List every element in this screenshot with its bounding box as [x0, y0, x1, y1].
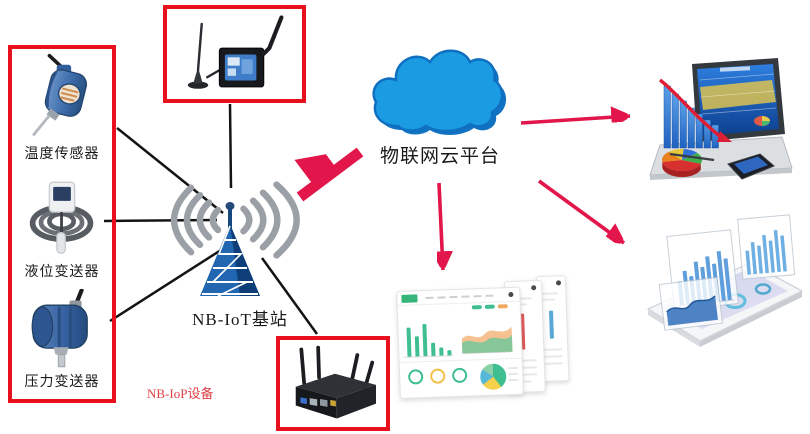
nb-dtu-box [163, 5, 306, 103]
level-transmitter-label: 液位变送器 [24, 265, 100, 280]
cloud-icon [372, 49, 507, 135]
arrow-cloud-to-tablet [537, 179, 624, 243]
nb-router-icon [295, 345, 376, 419]
cloud-label: 物联网云平台 [379, 146, 500, 167]
nb-router-box [276, 336, 390, 431]
dashboard-area-chart [458, 304, 516, 358]
stat-circle-2 [429, 368, 446, 384]
arrow-cloud-to-dashboard [439, 182, 443, 271]
pen-icon [669, 152, 715, 162]
dashboard-logo [401, 294, 418, 303]
temperature-sensor-icon [32, 53, 88, 137]
dashboard-bar-chart [402, 308, 454, 358]
dashboard-pie-chart [479, 363, 507, 391]
temperature-sensor-label: 温度传感器 [24, 147, 100, 162]
declining-trend-arrow-icon [658, 78, 724, 140]
pressure-transmitter-icon [31, 289, 88, 368]
dashboard-card-front [396, 286, 524, 399]
tablet-analytics-icon [647, 214, 803, 347]
nb-dtu-icon [187, 15, 284, 89]
base-station-label: NB-IoT基站 [192, 310, 288, 329]
bar-chart-3d-icon [663, 85, 719, 149]
base-station-icon [170, 181, 300, 297]
nb-device-label: NB-IoP设备 [147, 386, 214, 401]
laptop-analytics-icon [649, 58, 793, 180]
pressure-transmitter-label: 压力变送器 [24, 375, 100, 390]
dashboard-screenshots [396, 275, 572, 407]
smartphone-icon [727, 153, 775, 180]
stat-circle-1 [407, 369, 424, 385]
level-transmitter-icon [29, 181, 94, 254]
floating-area-chart [658, 276, 724, 331]
stat-circle-3 [451, 367, 468, 384]
pie-chart-icon [662, 148, 703, 178]
floating-bar-chart-2 [737, 214, 796, 280]
sensor-group-box: 温度传感器 液位变送器 压力变送器 [8, 45, 116, 403]
arrow-cloud-to-laptop [520, 116, 631, 125]
